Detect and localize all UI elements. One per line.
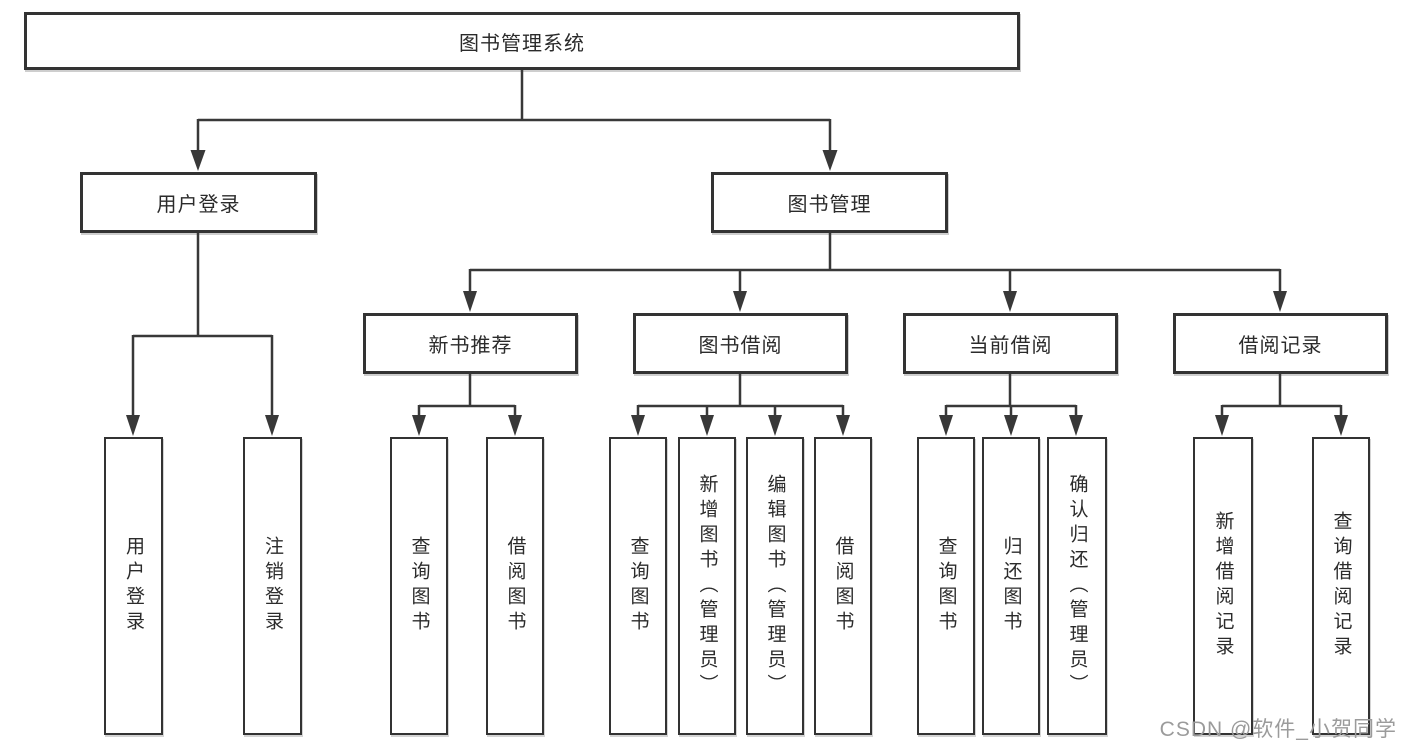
node-current-borrowing: 当前借阅 bbox=[903, 313, 1118, 374]
node-label: 图书管理 bbox=[787, 194, 872, 216]
node-book-management: 图书管理 bbox=[711, 172, 948, 233]
node-root: 图书管理系统 bbox=[24, 12, 1020, 70]
leaf-label: 注销登录 bbox=[262, 536, 283, 636]
leaf-newbook-query-books: 查询图书 bbox=[390, 437, 448, 735]
node-label: 图书借阅 bbox=[698, 335, 783, 357]
leaf-label: 借阅图书 bbox=[832, 536, 854, 636]
csdn-watermark: CSDN @软件_小贺同学 bbox=[1159, 718, 1397, 741]
leaf-label: 查询图书 bbox=[935, 536, 957, 636]
leaf-records-query-borrow-record: 查询借阅记录 bbox=[1312, 437, 1370, 735]
leaf-label: 新增图书（管理员） bbox=[696, 473, 718, 699]
leaf-user-login: 用户登录 bbox=[104, 437, 163, 735]
node-user-login: 用户登录 bbox=[80, 172, 317, 233]
leaf-borrowing-query-books: 查询图书 bbox=[609, 437, 667, 735]
leaf-label: 用户登录 bbox=[123, 536, 144, 636]
node-label: 用户登录 bbox=[156, 194, 241, 216]
node-label: 新书推荐 bbox=[428, 335, 513, 357]
leaf-label: 查询借阅记录 bbox=[1330, 511, 1352, 661]
leaf-label: 查询图书 bbox=[627, 536, 649, 636]
leaf-current-query-books: 查询图书 bbox=[917, 437, 975, 735]
leaf-label: 查询图书 bbox=[408, 536, 430, 636]
leaf-borrowing-add-books-admin: 新增图书（管理员） bbox=[678, 437, 736, 735]
leaf-records-add-borrow-record: 新增借阅记录 bbox=[1193, 437, 1253, 735]
node-label: 图书管理系统 bbox=[459, 32, 585, 55]
leaf-current-return-books: 归还图书 bbox=[982, 437, 1040, 735]
leaf-newbook-borrow-books: 借阅图书 bbox=[486, 437, 544, 735]
leaf-label: 编辑图书（管理员） bbox=[764, 473, 786, 699]
node-book-borrowing: 图书借阅 bbox=[633, 313, 848, 374]
node-label: 借阅记录 bbox=[1238, 335, 1323, 357]
leaf-current-confirm-return-admin: 确认归还（管理员） bbox=[1047, 437, 1107, 735]
leaf-borrowing-edit-books-admin: 编辑图书（管理员） bbox=[746, 437, 804, 735]
leaf-label: 借阅图书 bbox=[504, 536, 526, 636]
leaf-label: 确认归还（管理员） bbox=[1066, 473, 1088, 699]
node-borrow-records: 借阅记录 bbox=[1173, 313, 1388, 374]
leaf-label: 归还图书 bbox=[1000, 536, 1022, 636]
leaf-borrowing-borrow-books: 借阅图书 bbox=[814, 437, 872, 735]
leaf-label: 新增借阅记录 bbox=[1212, 511, 1234, 661]
node-label: 当前借阅 bbox=[968, 335, 1053, 357]
leaf-logout: 注销登录 bbox=[243, 437, 302, 735]
node-new-book-recommend: 新书推荐 bbox=[363, 313, 578, 374]
